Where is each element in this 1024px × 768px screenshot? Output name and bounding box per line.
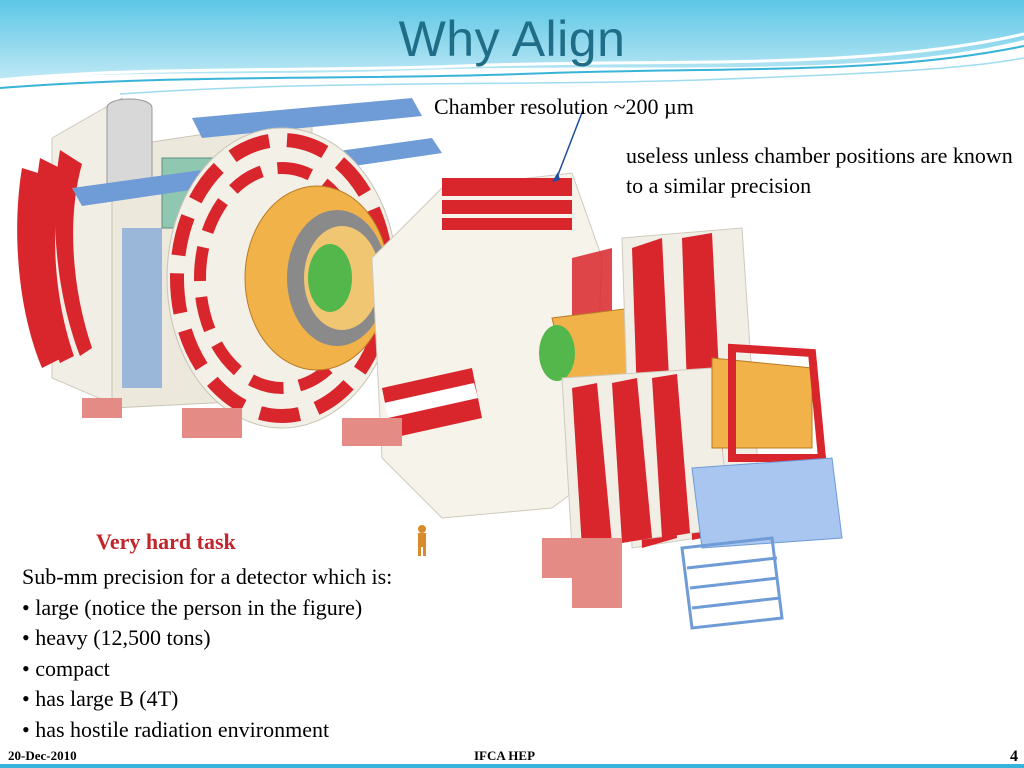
footer-date: 20-Dec-2010 <box>8 748 77 763</box>
annotation-arrow <box>552 109 584 182</box>
footer-organization: IFCA HEP <box>474 748 536 763</box>
list-item: • heavy (12,500 tons) <box>22 625 211 650</box>
list-item: • has large B (4T) <box>22 686 179 711</box>
list-item: • has hostile radiation environment <box>22 716 330 742</box>
detector-exploded-view-illustration <box>17 97 843 630</box>
chamber-resolution-note: Chamber resolution ~200 µm <box>434 94 694 119</box>
middle-muon-wheel <box>371 172 653 519</box>
support-feet <box>82 398 622 608</box>
person-scale-figure <box>418 525 426 556</box>
list-item: Sub-mm precision for a detector which is… <box>22 564 393 589</box>
header-wave-decoration <box>0 0 1024 95</box>
left-endcap-disk <box>17 97 123 409</box>
page-number: 4 <box>1010 748 1018 765</box>
precision-requirement-note: useless unless chamber positions are kno… <box>626 143 1013 198</box>
list-item: • compact <box>22 655 110 681</box>
footer-divider <box>0 764 1024 768</box>
barrel-wheel <box>166 127 398 429</box>
requirements-list: Sub-mm precision for a detector which is… <box>22 562 392 745</box>
task-heading: Very hard task <box>96 529 236 554</box>
list-item: • large (notice the person in the figure… <box>22 594 363 620</box>
access-scaffolding <box>680 457 843 630</box>
slide-title: Why Align <box>398 11 626 67</box>
